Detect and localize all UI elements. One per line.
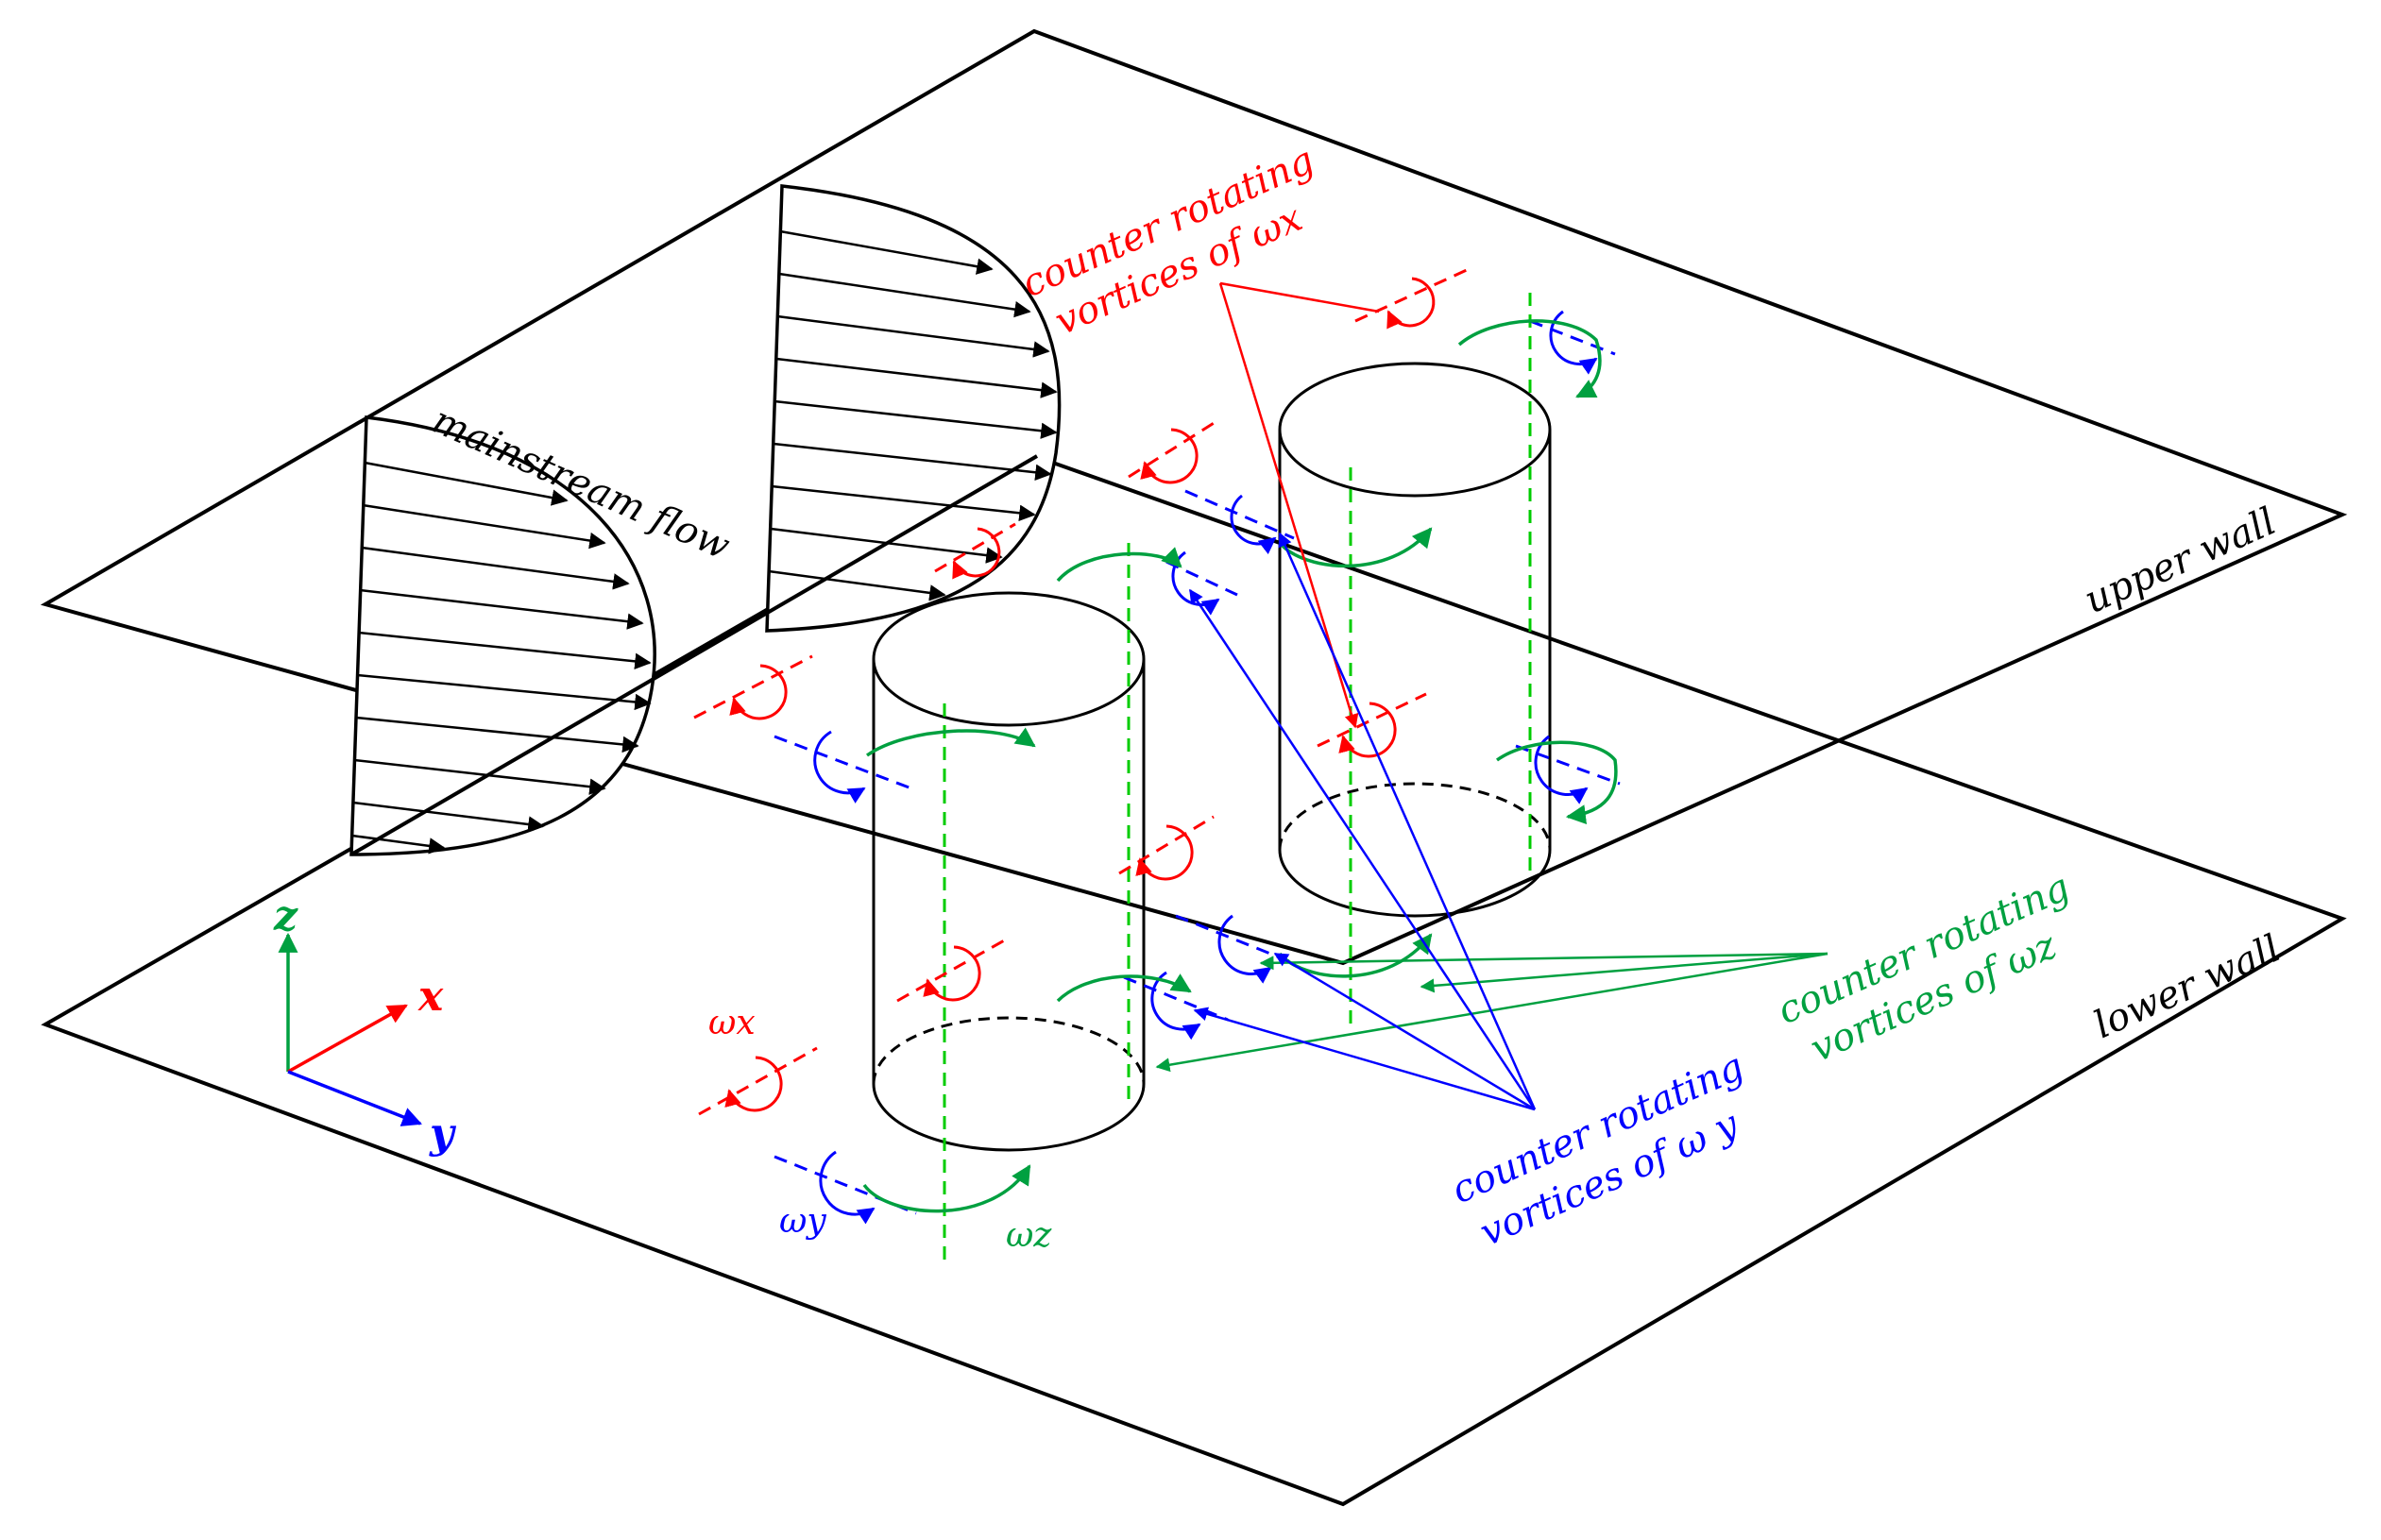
upper-wall-plane — [40, 28, 2348, 966]
velocity-profile-front — [349, 415, 656, 856]
lower-wall-label: lower wall — [2087, 927, 2287, 1048]
legend-omega-z: ωz — [1006, 1216, 1052, 1255]
legend-omega-y: ωy — [779, 1202, 826, 1241]
upper-wall-centerline — [349, 454, 1039, 856]
axis-x-label: x — [417, 973, 444, 1021]
callout-lines-red — [1218, 281, 1380, 729]
callout-lines-green — [1155, 952, 1828, 1073]
upper-wall-label: upper wall — [2078, 499, 2282, 622]
cylinder-front — [872, 543, 1146, 1261]
cylinder-rear — [1278, 293, 1552, 1029]
vortex-omega-z-set — [862, 319, 1618, 1213]
vortex-omega-x-set — [693, 267, 1470, 1116]
callout-lines-blue — [1188, 532, 1537, 1111]
legend-omega-x: ωx — [708, 1004, 756, 1042]
axis-z-label: z — [273, 892, 298, 940]
axis-y-label: y — [429, 1109, 457, 1158]
velocity-profile-rear — [765, 184, 1062, 633]
axis-triad: z x y — [273, 892, 457, 1158]
